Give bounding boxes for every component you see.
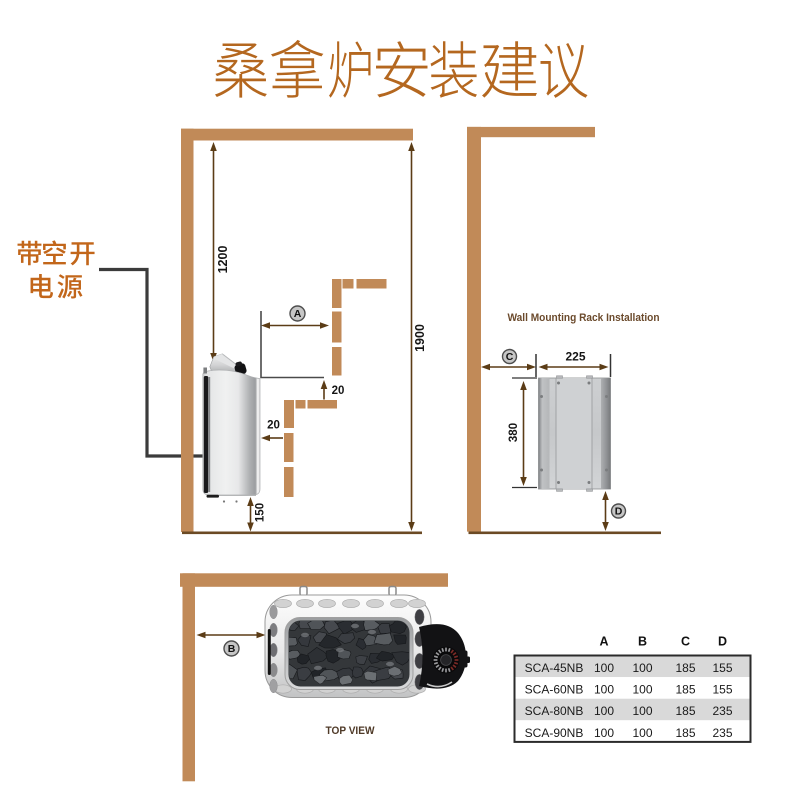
svg-text:A: A [294, 308, 302, 320]
svg-text:1200: 1200 [216, 246, 230, 274]
svg-text:100: 100 [632, 704, 652, 718]
svg-text:D: D [718, 635, 727, 649]
svg-text:150: 150 [254, 503, 266, 522]
svg-text:SCA-45NB: SCA-45NB [525, 661, 584, 675]
svg-text:100: 100 [632, 683, 652, 697]
svg-text:100: 100 [594, 661, 614, 675]
svg-text:235: 235 [712, 726, 732, 740]
svg-text:C: C [506, 351, 514, 363]
svg-text:185: 185 [675, 683, 695, 697]
svg-text:C: C [681, 635, 690, 649]
svg-text:TOP VIEW: TOP VIEW [326, 725, 376, 737]
svg-text:20: 20 [267, 420, 280, 432]
svg-text:100: 100 [632, 661, 652, 675]
svg-text:1900: 1900 [413, 324, 427, 352]
svg-text:100: 100 [594, 704, 614, 718]
svg-text:SCA-90NB: SCA-90NB [525, 726, 584, 740]
svg-text:380: 380 [508, 423, 520, 442]
svg-text:D: D [615, 506, 623, 518]
svg-text:100: 100 [594, 683, 614, 697]
svg-text:225: 225 [565, 350, 585, 364]
svg-text:155: 155 [712, 683, 732, 697]
svg-text:A: A [599, 635, 608, 649]
svg-text:185: 185 [675, 726, 695, 740]
svg-text:100: 100 [594, 726, 614, 740]
svg-text:B: B [638, 635, 647, 649]
svg-text:Wall Mounting Rack Installatio: Wall Mounting Rack Installation [508, 312, 660, 324]
svg-text:B: B [228, 643, 236, 655]
svg-text:185: 185 [675, 661, 695, 675]
svg-text:100: 100 [632, 726, 652, 740]
svg-text:155: 155 [712, 661, 732, 675]
svg-text:SCA-60NB: SCA-60NB [525, 683, 584, 697]
svg-text:20: 20 [332, 385, 345, 397]
svg-text:185: 185 [675, 704, 695, 718]
svg-text:235: 235 [712, 704, 732, 718]
svg-text:SCA-80NB: SCA-80NB [525, 704, 584, 718]
